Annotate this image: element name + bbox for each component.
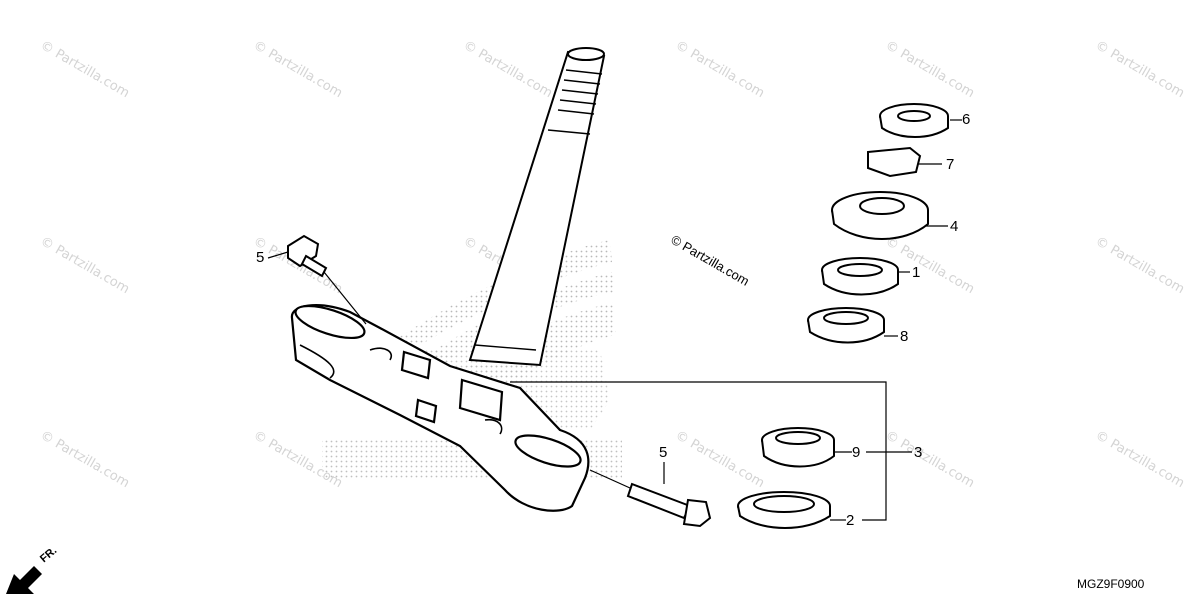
steering-stem-shaft — [468, 47, 606, 367]
front-direction-arrow-icon — [6, 566, 42, 594]
callout-6: 6 — [962, 111, 971, 128]
bearing-stack — [737, 103, 949, 529]
callout-5-lower: 5 — [659, 444, 668, 461]
callout-9: 9 — [852, 444, 861, 461]
bolt-5-lower — [589, 469, 712, 528]
lower-triple-clamp — [290, 304, 590, 512]
callout-8: 8 — [900, 328, 909, 345]
bolt-5-upper — [287, 234, 367, 325]
diagram-code: MGZ9F0900 — [1077, 577, 1145, 591]
callout-2: 2 — [846, 512, 855, 529]
callout-4: 4 — [950, 218, 959, 235]
leader-lines — [267, 119, 962, 521]
callout-5-upper: 5 — [256, 249, 265, 266]
callout-1: 1 — [912, 264, 921, 281]
callout-7: 7 — [946, 156, 955, 173]
callout-3: 3 — [914, 444, 923, 461]
